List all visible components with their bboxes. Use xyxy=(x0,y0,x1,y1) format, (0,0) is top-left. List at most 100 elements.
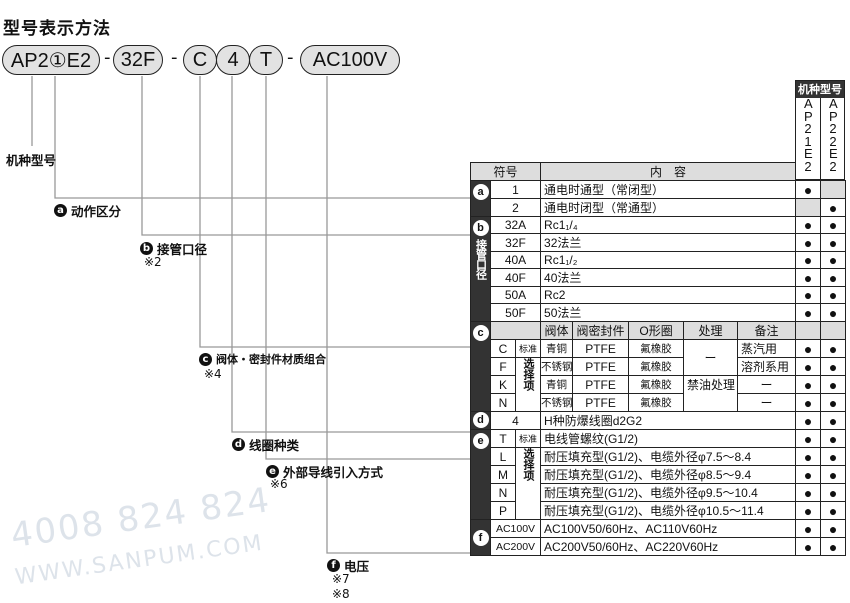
dot: ● xyxy=(820,198,847,217)
dash: - xyxy=(171,47,178,68)
content: 耐压填充型(G1/2)、电缆外径φ8.5～9.4 xyxy=(540,465,797,484)
dot: ● xyxy=(820,483,847,502)
badge-cell: d xyxy=(470,411,491,430)
dot: ● xyxy=(795,286,822,304)
body: 青铜 xyxy=(540,375,574,394)
code-port: 32F xyxy=(113,45,163,75)
label-c-text: 阀体・密封件材质组合 xyxy=(216,353,326,366)
code-series: AP2①E2 xyxy=(2,45,100,75)
col-seal: 阀密封件 xyxy=(572,321,630,340)
code-wiring: T xyxy=(249,45,283,75)
badge-cell: a xyxy=(470,180,491,217)
col-oring: O形圈 xyxy=(628,321,685,340)
dot: ● xyxy=(820,286,847,304)
content: 50法兰 xyxy=(540,303,797,322)
dash: - xyxy=(104,47,111,68)
badge-a-icon: a xyxy=(54,204,67,217)
dot: ● xyxy=(820,411,847,430)
badge-d-icon: d xyxy=(472,412,489,428)
seal: PTFE xyxy=(572,339,630,358)
table-row: e T 标准 电线管螺纹(G1/2) ●● xyxy=(470,429,847,520)
code: N xyxy=(490,393,516,412)
content: Rc1₁/₂ xyxy=(540,251,797,269)
remarks: 蒸汽用 xyxy=(737,339,797,358)
dot: ● xyxy=(795,465,822,484)
option-cell: 选择项 xyxy=(514,357,542,412)
seal: PTFE xyxy=(572,393,630,412)
table-row: AC200V AC200V50/60Hz、AC220V60Hz ●● xyxy=(471,537,847,556)
code: 40A xyxy=(489,251,542,269)
label-a: a 动作区分 xyxy=(54,201,121,220)
label-d-text: 线圈种类 xyxy=(249,438,300,453)
note-f1: ※7 xyxy=(332,572,350,586)
dot: ● xyxy=(795,519,822,538)
dot: ● xyxy=(795,180,822,199)
oring: 氟橡胶 xyxy=(628,375,685,394)
option-cell: 选择项 xyxy=(514,447,542,520)
badge-a-icon: a xyxy=(472,184,489,200)
note-c: ※4 xyxy=(204,367,222,381)
badge-f-icon: f xyxy=(327,559,340,572)
code: 32F xyxy=(489,233,542,252)
badge-f-icon: f xyxy=(472,530,489,546)
table-row: 2 通电时闭型（常通型） ● xyxy=(471,198,847,217)
content: AC100V50/60Hz、AC110V60Hz xyxy=(540,519,797,538)
empty-cell xyxy=(796,163,821,181)
empty-cell xyxy=(489,321,542,340)
code: 4 xyxy=(489,411,542,430)
code: AC100V xyxy=(489,519,542,538)
header-symbol: 符号 xyxy=(469,162,542,181)
badge-cell: e xyxy=(470,429,491,520)
dot: ● xyxy=(795,216,822,234)
content: Rc2 xyxy=(540,286,797,304)
table-row: L 选择项 耐压填充型(G1/2)、电缆外径φ7.5～8.4 ●● xyxy=(471,447,847,520)
code-voltage: AC100V xyxy=(300,45,400,75)
remarks: ー xyxy=(737,393,797,412)
dot: ● xyxy=(795,537,822,556)
table-row: f AC100V AC100V50/60Hz、AC110V60Hz ●● xyxy=(470,519,847,556)
dash: - xyxy=(287,47,294,68)
note-e: ※6 xyxy=(270,477,288,491)
code-material: C xyxy=(183,45,217,75)
oring: 氟橡胶 xyxy=(628,339,685,358)
standard-tag: 标准 xyxy=(514,339,542,358)
option-tag: 选择项 xyxy=(522,448,535,482)
body: 不锈钢 xyxy=(540,393,574,412)
note-f2: ※8 xyxy=(332,587,350,601)
note-b: ※2 xyxy=(144,255,162,269)
dot: ● xyxy=(820,375,847,394)
dot: ● xyxy=(795,303,822,322)
code: T xyxy=(490,429,516,448)
table-row: K 青铜 PTFE 氟橡胶 禁油处理 ー ●● xyxy=(471,375,847,412)
c-header-row: c 阀体 阀密封件 O形圈 处理 备注 xyxy=(470,321,847,412)
label-a-text: 动作区分 xyxy=(71,204,122,219)
code: 2 xyxy=(489,198,542,217)
remarks: 溶剂系用 xyxy=(737,357,797,376)
badge-b-icon: b xyxy=(140,242,153,255)
content: 通电时通型（常闭型） xyxy=(540,180,797,199)
dot: ● xyxy=(820,268,847,287)
code: F xyxy=(490,357,516,376)
dot: ● xyxy=(820,465,847,484)
remarks: ー xyxy=(737,375,797,394)
badge-cell: c xyxy=(470,321,491,412)
code: AC200V xyxy=(489,537,542,556)
code: C xyxy=(490,339,516,358)
content: H种防爆线圈d2G2 xyxy=(540,411,797,430)
seal: PTFE xyxy=(572,357,630,376)
dot: ● xyxy=(795,251,822,269)
standard-tag: 标准 xyxy=(514,429,542,448)
empty-cell xyxy=(795,321,822,340)
code: L xyxy=(490,447,516,466)
dot: ● xyxy=(795,357,822,376)
model-ap22e2: AP22E2 xyxy=(820,97,845,179)
dot: ● xyxy=(820,303,847,322)
